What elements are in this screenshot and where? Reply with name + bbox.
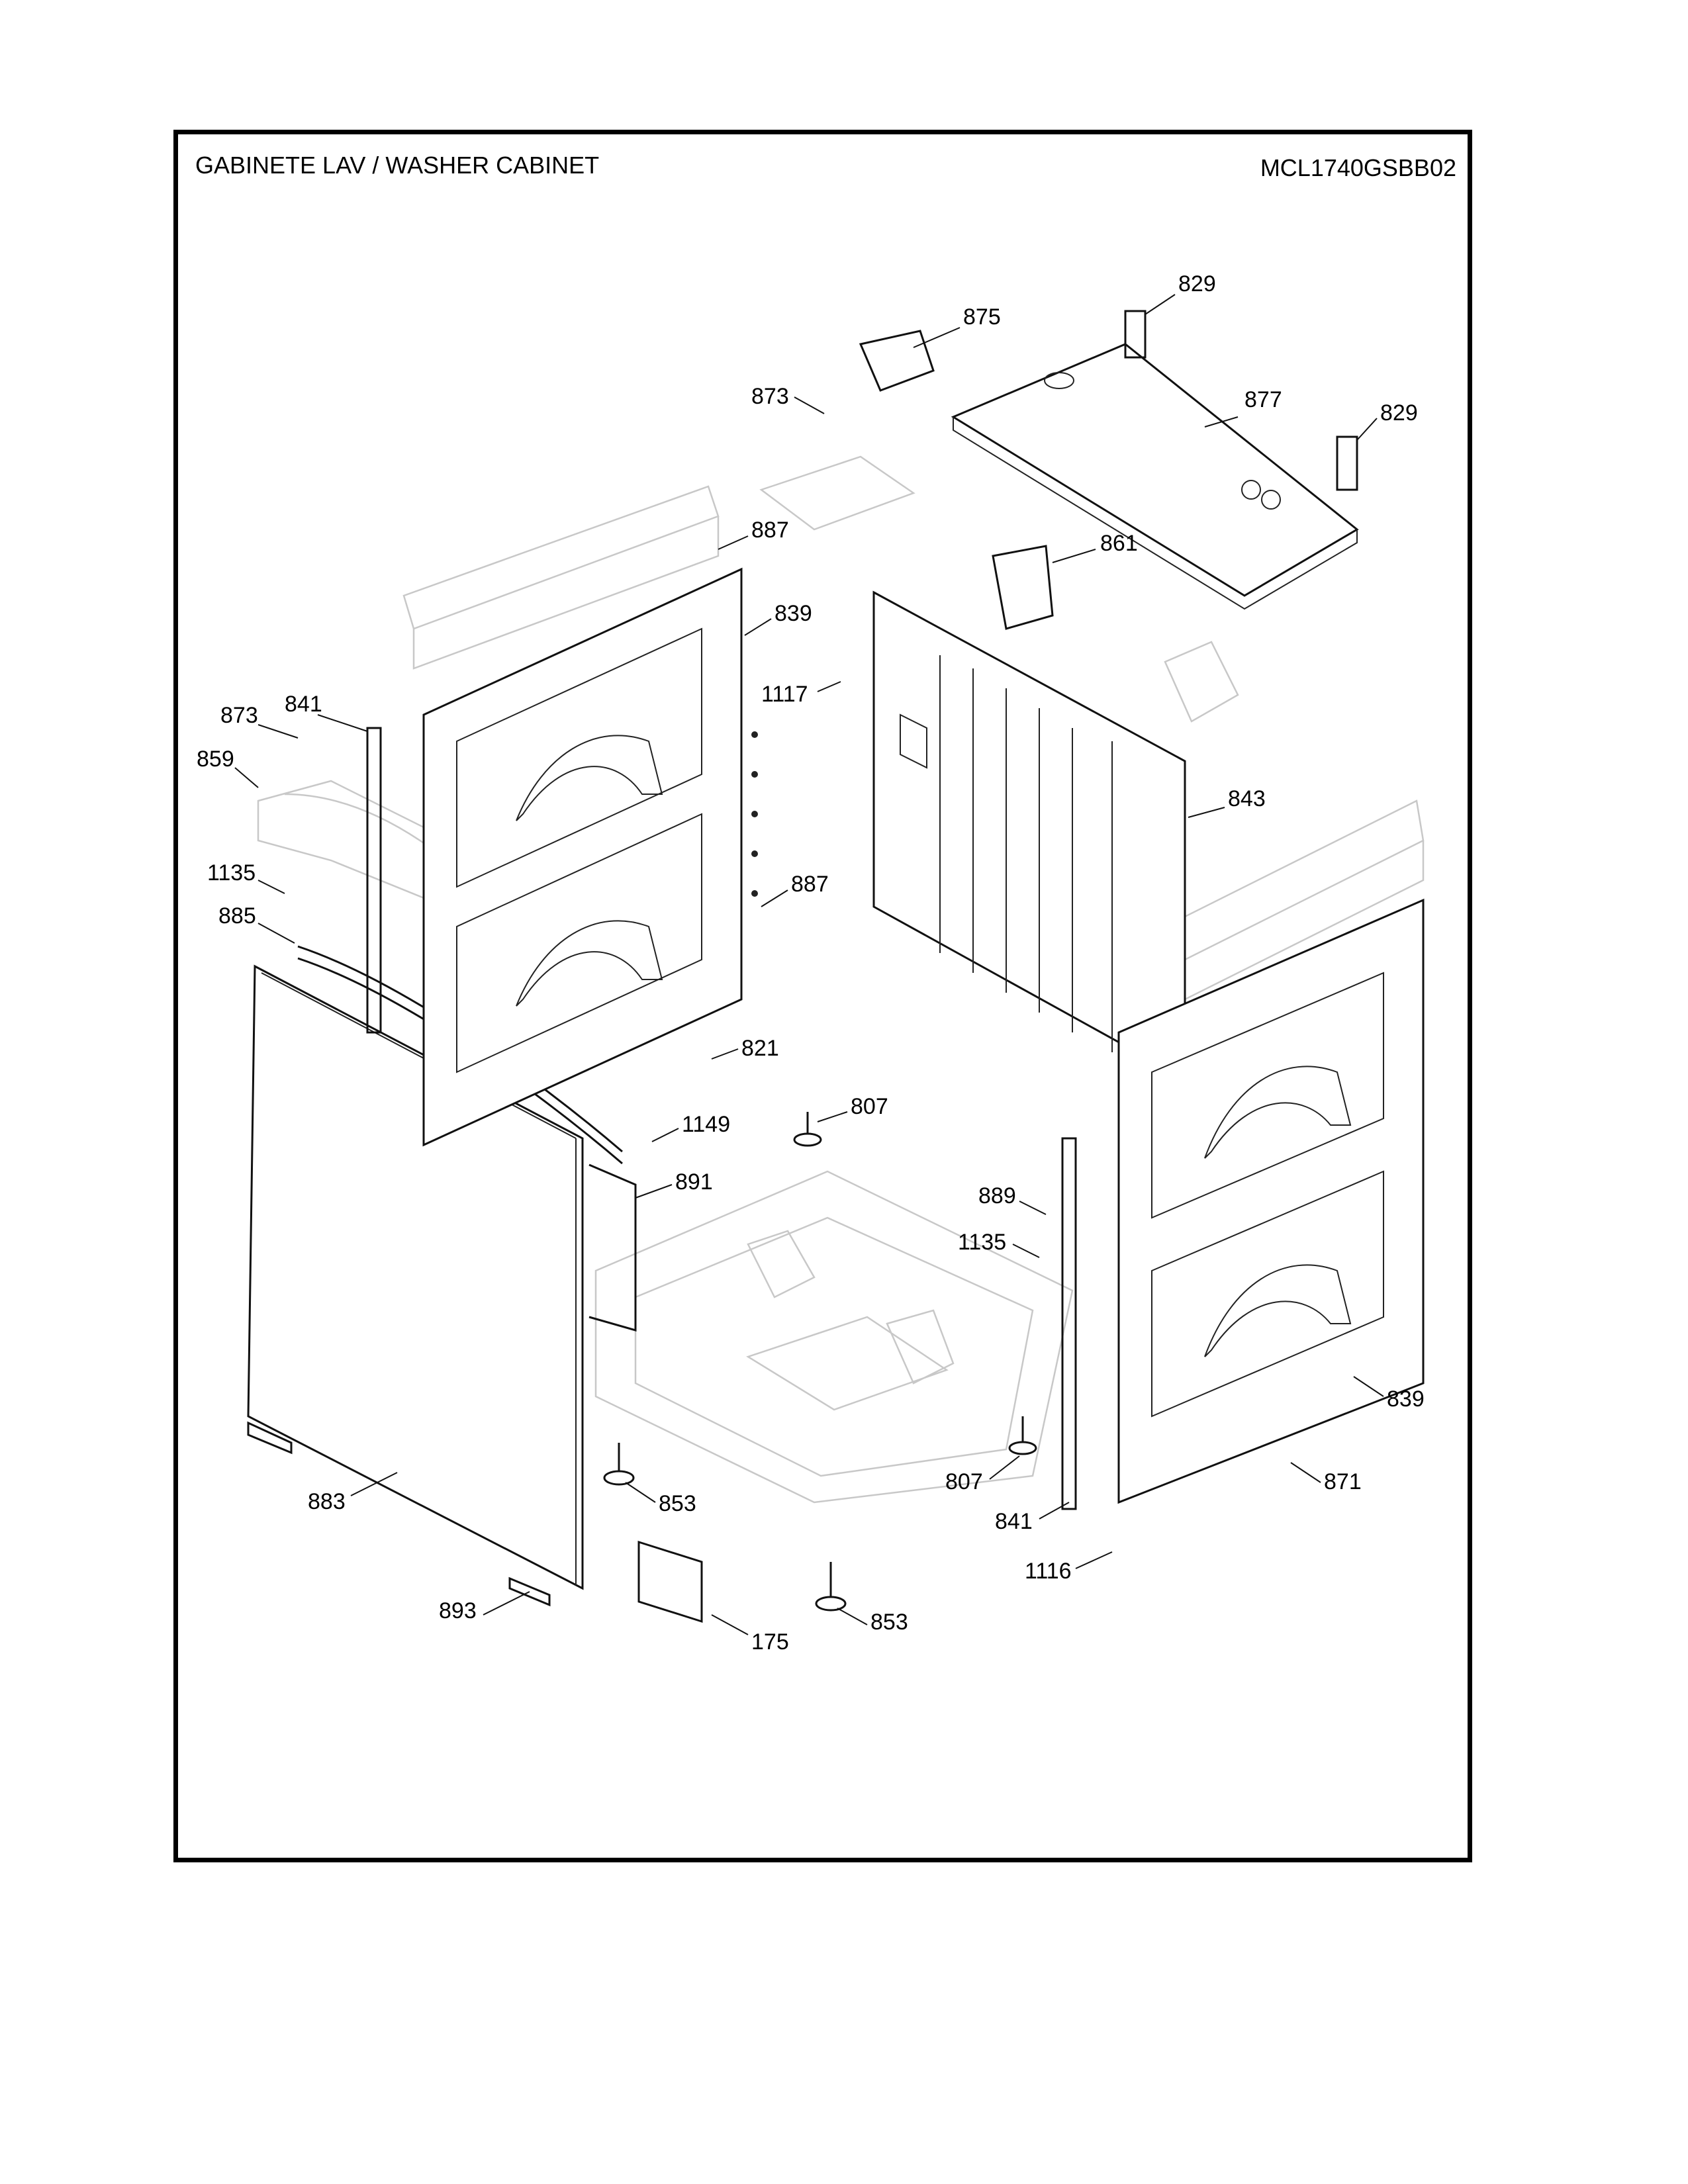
callout-1149: 1149 [682, 1112, 730, 1137]
insulation-pad [588, 1163, 637, 1332]
callout-843: 843 [1228, 786, 1266, 811]
leveling-leg-front-right [815, 1562, 847, 1612]
corner-post-left [366, 727, 382, 1034]
diagram-title: GABINETE LAV / WASHER CABINET [195, 152, 600, 179]
callout-829-lower: 829 [1380, 400, 1418, 426]
callout-1117: 1117 [761, 682, 808, 707]
bracket-829-upper [1124, 310, 1147, 359]
callout-175: 175 [751, 1629, 789, 1655]
leveling-leg-rear-right [1008, 1416, 1037, 1455]
callout-893: 893 [439, 1598, 477, 1623]
callout-873-top: 873 [751, 384, 789, 409]
callout-861: 861 [1100, 531, 1138, 556]
callout-1135-right: 1135 [958, 1230, 1006, 1255]
side-panel-left [422, 567, 758, 1147]
callout-883: 883 [308, 1489, 346, 1514]
callout-871: 871 [1324, 1469, 1362, 1494]
leveling-leg-front-left [603, 1443, 635, 1486]
top-cover [951, 343, 1359, 610]
corner-post-right [1061, 1137, 1077, 1510]
callout-887-lower: 887 [791, 872, 829, 897]
callout-807-lower: 807 [945, 1469, 983, 1494]
leveling-leg-rear-left [793, 1112, 822, 1147]
callout-839-left: 839 [774, 601, 812, 626]
callout-877: 877 [1244, 387, 1282, 412]
callout-1135-left: 1135 [207, 860, 256, 886]
rear-panel [872, 590, 1186, 1081]
callout-841-left: 841 [285, 692, 322, 717]
foot-pad-upper [247, 1421, 293, 1455]
leader-lines [234, 294, 1384, 1635]
ghost-bracket-top [759, 455, 915, 531]
callout-853-upper: 853 [659, 1491, 696, 1516]
ghost-rear-frame-left [402, 485, 720, 670]
callout-873-left: 873 [220, 703, 258, 728]
callout-885: 885 [218, 903, 256, 929]
callout-841-right: 841 [995, 1509, 1033, 1534]
side-panel-right [1117, 898, 1425, 1504]
callout-821: 821 [741, 1036, 779, 1061]
callout-891: 891 [675, 1169, 713, 1195]
callout-859: 859 [197, 747, 234, 772]
callout-875: 875 [963, 304, 1001, 330]
callout-839-right: 839 [1387, 1387, 1425, 1412]
callout-1116: 1116 [1025, 1559, 1072, 1584]
model-number: MCL1740GSBB02 [1260, 154, 1456, 181]
callout-829-upper: 829 [1178, 271, 1216, 296]
ghost-base [594, 1170, 1074, 1504]
callout-889: 889 [978, 1183, 1016, 1208]
side-panel-left-holes [751, 731, 758, 897]
callout-887-upper: 887 [751, 518, 789, 543]
top-bracket [859, 330, 935, 392]
callout-labels: 829 875 873 877 829 887 861 839 1117 841… [197, 271, 1425, 1655]
diagram-frame [173, 130, 1472, 1862]
callout-853-lower: 853 [870, 1610, 908, 1635]
label-plate [637, 1540, 703, 1623]
ghost-bracket-right [1164, 641, 1239, 723]
air-duct [992, 545, 1054, 630]
callout-807-upper: 807 [851, 1094, 888, 1119]
bracket-829-lower [1336, 435, 1358, 491]
